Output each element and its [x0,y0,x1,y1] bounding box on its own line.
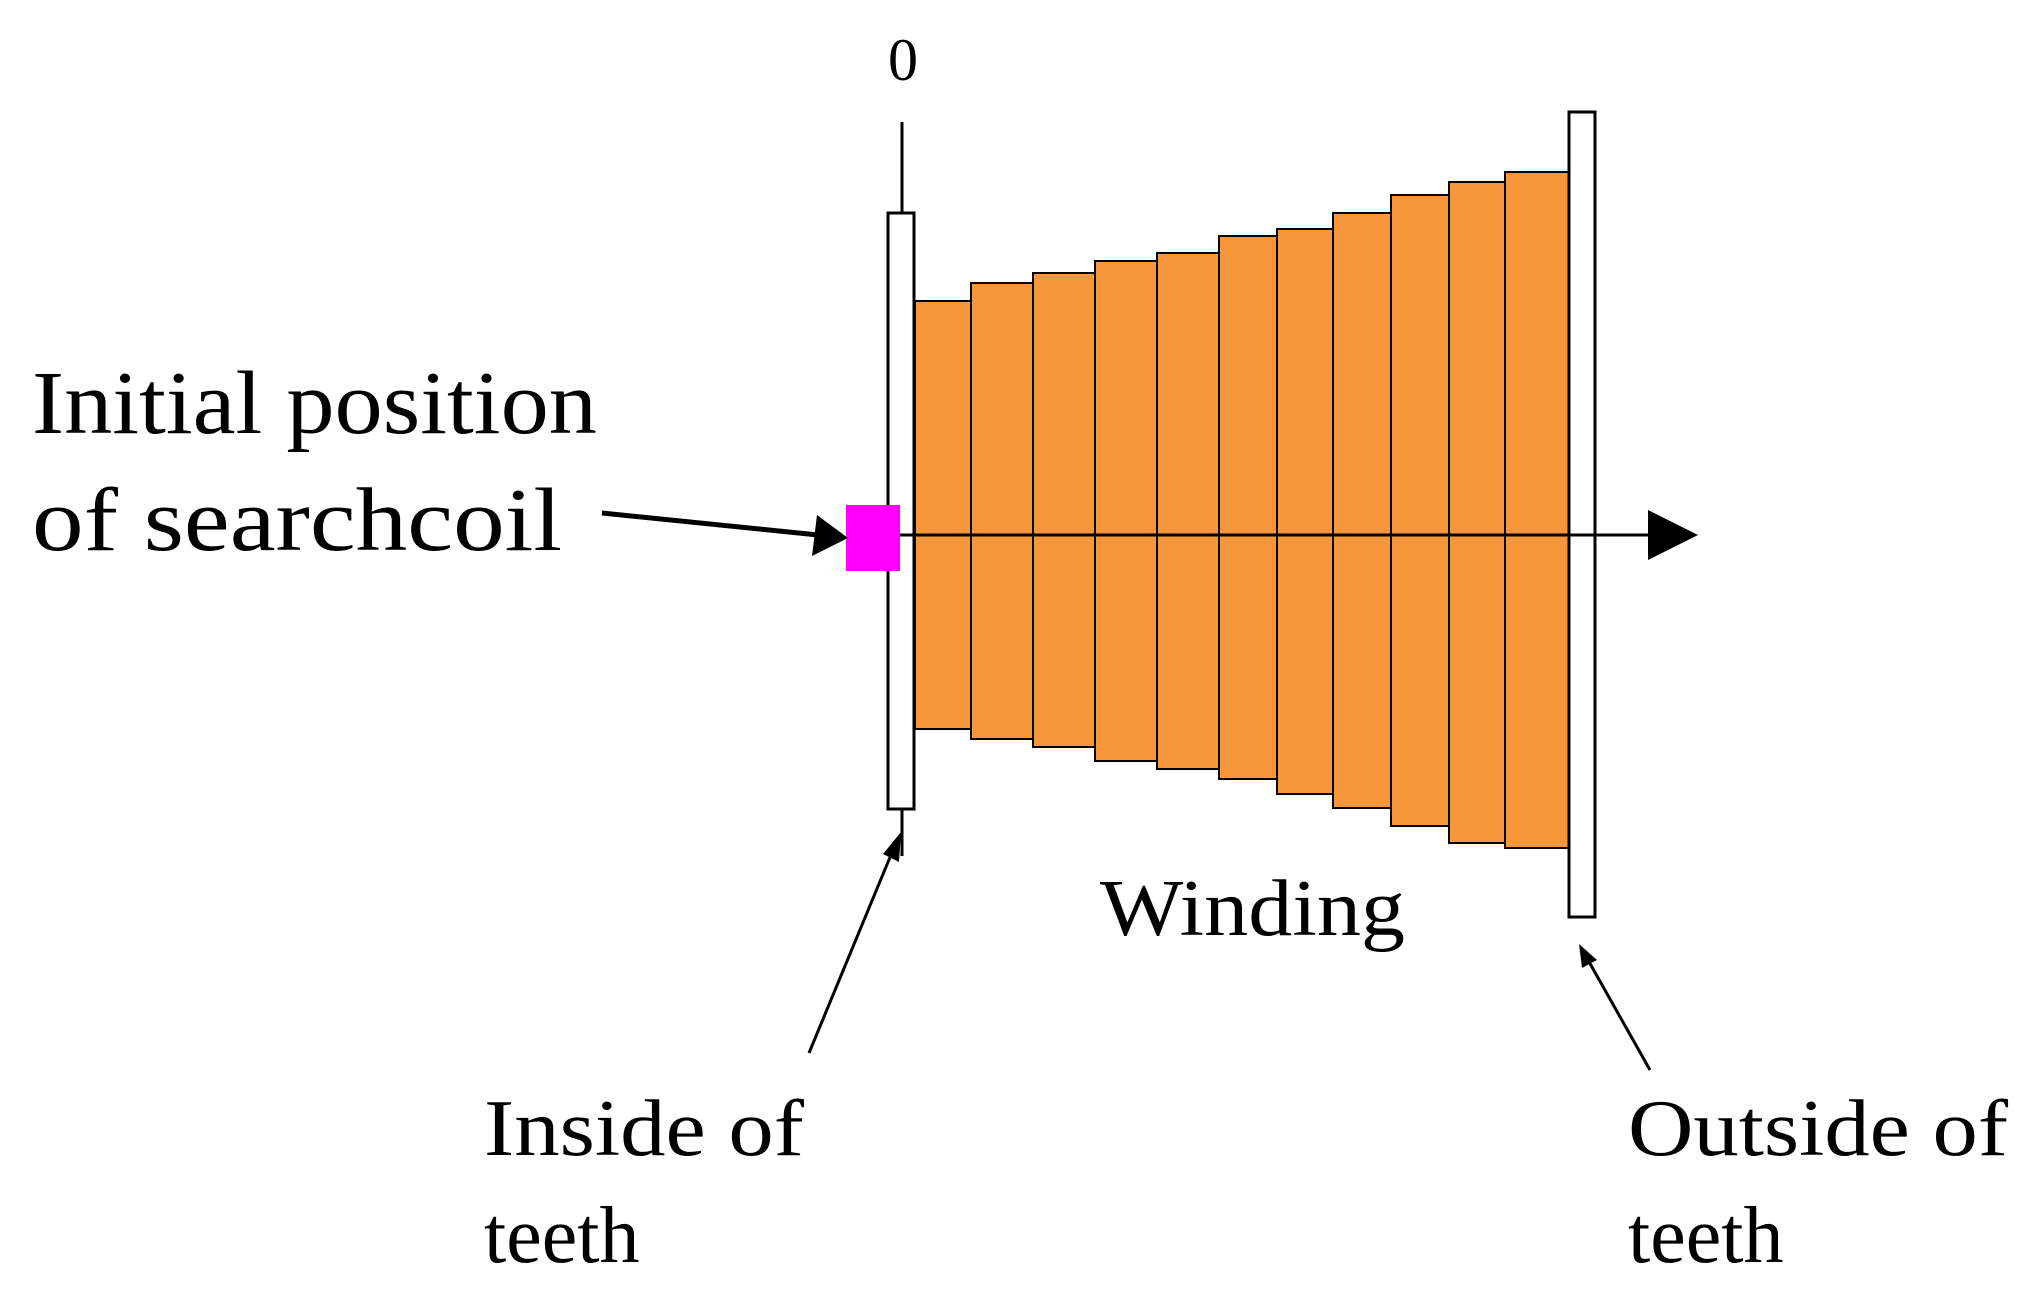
outside-tooth [1567,110,1597,919]
inside-label-line2: teeth [484,1192,639,1280]
winding-segment-2 [970,282,1034,740]
initial-position-label-line1: Initial position [32,354,597,453]
outside-pointer-line [1586,959,1652,1071]
winding-segment-10 [1448,181,1506,844]
inside-pointer-line [807,849,895,1054]
winding-segments [914,171,1570,849]
winding-segment-6 [1218,235,1278,780]
inside-pointer-arrowhead [883,832,901,862]
winding-segment-11 [1504,171,1570,849]
search-coil-pointer-arrowhead [812,515,848,556]
arrowhead-right-icon [1648,510,1698,560]
initial-position-label-line2: of searchcoil [32,471,562,570]
winding-segment-9 [1390,194,1450,827]
inside-label-line1: Inside of [484,1085,804,1173]
winding-segment-5 [1156,252,1220,770]
winding-segment-3 [1032,272,1096,748]
outside-label-line2: teeth [1628,1192,1783,1280]
outside-pointer-arrowhead [1579,944,1597,968]
winding-segment-4 [1094,260,1158,762]
winding-segment-8 [1332,212,1392,809]
outside-label-line1: Outside of [1628,1085,2008,1173]
winding-segment-1 [914,300,972,730]
winding-label: Winding [1100,865,1405,953]
search-coil-pointer-line [601,510,819,538]
search-coil-marker [846,505,900,571]
origin-label: 0 [888,27,918,93]
winding-segment-7 [1276,228,1334,795]
